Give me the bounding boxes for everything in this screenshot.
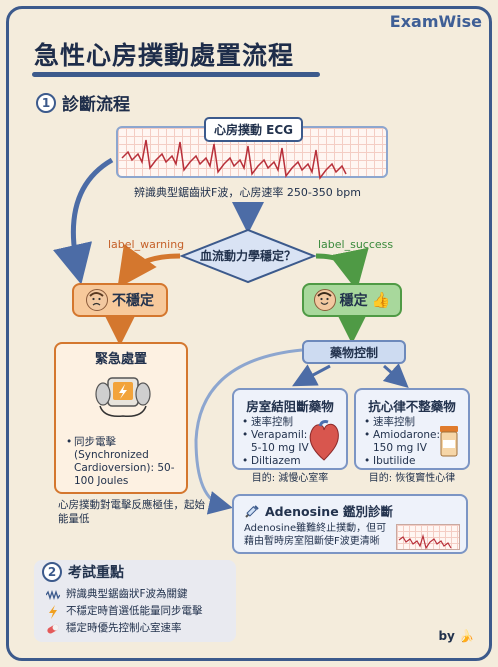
page-frame: [6, 6, 492, 661]
label-warning: label_warning: [108, 238, 185, 251]
syringe-icon: [245, 504, 259, 518]
vial-icon: [440, 426, 458, 457]
section-number: 2: [42, 562, 62, 582]
key-point: 穩定時優先控制心室速率: [46, 620, 203, 637]
av-item: Verapamil: 5-10 mg IV: [242, 429, 312, 455]
key-points-box: 2 考試重點 辨識典型鋸齒狀F波為關鍵 不穩定時首選低能量同步電擊 穩定時優先控…: [34, 560, 236, 642]
medication-control-node: 藥物控制: [302, 340, 406, 364]
label-success: label_success: [318, 238, 394, 251]
key-points-list: 辨識典型鋸齒狀F波為關鍵 不穩定時首選低能量同步電擊 穩定時優先控制心室速率: [46, 586, 203, 637]
brand-logo: ExamWise: [389, 12, 482, 31]
antiarrhythmic-drug-box: 抗心律不整藥物 速率控制 Amiodarone: 150 mg IV Ibuti…: [354, 388, 470, 484]
section-number: 1: [36, 92, 56, 113]
av-node-goal: 目的: 減慢心室率: [251, 473, 329, 484]
ecg-waveform: [121, 139, 347, 180]
distressed-face-icon: [86, 289, 108, 311]
urgent-list: 同步電擊 (Synchronized Cardioversion): 50-10…: [66, 436, 188, 488]
heart-icon: [309, 420, 339, 461]
av-node-drug-box: 房室結阻斷藥物 速率控制 Verapamil: 5-10 mg IV Dilti…: [232, 388, 348, 484]
mini-ecg-icon: [396, 524, 460, 550]
urgent-note: 心房撲動對電擊反應極佳，起始能量低: [58, 499, 205, 525]
section-heading-exam: 2 考試重點: [42, 562, 124, 582]
stable-node: 穩定 👍: [302, 283, 402, 317]
ecg-label: 心房撲動 ECG: [204, 117, 304, 142]
section-label: 診斷流程: [62, 95, 130, 115]
urgent-title: 緊急處置: [94, 352, 147, 367]
diamond-shape: [179, 228, 317, 284]
key-point: 辨識典型鋸齒狀F波為關鍵: [46, 586, 203, 603]
aa-item: 速率控制: [364, 416, 438, 429]
pill-icon: [46, 624, 60, 634]
adenosine-title: Adenosine 鑑別診斷: [265, 504, 394, 519]
banana-icon: 🍌: [459, 629, 474, 643]
stable-label: 穩定: [339, 293, 368, 309]
arrow-med-to-aa: [382, 363, 409, 388]
wave-icon: [46, 589, 60, 600]
arrow-med-to-av: [292, 364, 331, 387]
arrow-decision-to-stable: [315, 247, 369, 291]
section-heading-diagnosis: 1 診斷流程: [36, 90, 130, 115]
thumbs-up-icon: 👍: [371, 291, 391, 309]
adenosine-text: Adenosine雖難終止撲動，但可藉由暫時房室阻斷使F波更清晰: [244, 523, 387, 547]
aa-item: Amiodarone: 150 mg IV: [364, 429, 440, 455]
section-label: 考試重點: [68, 565, 124, 581]
arrow-decision-to-unstable: [117, 244, 181, 289]
key-point-text: 穩定時優先控制心室速率: [66, 622, 182, 634]
decision-question: 血流動力學穩定？: [199, 249, 296, 263]
adenosine-box: Adenosine 鑑別診斷 Adenosine雖難終止撲動，但可藉由暫時房室阻…: [232, 494, 468, 554]
antiarrhythmic-title: 抗心律不整藥物: [368, 399, 456, 414]
av-item: Diltiazem: [242, 455, 312, 468]
unstable-label: 不穩定: [112, 293, 154, 309]
av-node-list: 速率控制 Verapamil: 5-10 mg IV Diltiazem: [242, 416, 312, 468]
antiarrhythmic-list: 速率控制 Amiodarone: 150 mg IV Ibutilide: [364, 416, 440, 468]
aa-item: Ibutilide: [364, 455, 438, 468]
lightning-icon: [46, 604, 60, 619]
happy-face-icon: [313, 289, 336, 311]
arrow-med-to-adenosine: [194, 348, 303, 515]
ecg-caption: 辨識典型鋸齒狀F波，心房速率 250-350 bpm: [134, 186, 361, 199]
antiarrhythmic-goal: 目的: 恢復竇性心律: [368, 473, 456, 484]
key-point: 不穩定時首選低能量同步電擊: [46, 603, 203, 620]
signature-text: by: [438, 629, 455, 643]
urgent-item: 同步電擊 (Synchronized Cardioversion): 50-10…: [66, 436, 188, 488]
page-title: 急性心房撲動處置流程: [34, 41, 295, 70]
adenosine-heading: Adenosine 鑑別診斷: [244, 501, 393, 520]
key-point-text: 不穩定時首選低能量同步電擊: [66, 605, 203, 617]
av-item: 速率控制: [242, 416, 312, 429]
signature: by 🍌: [438, 629, 474, 643]
decision-diamond: 血流動力學穩定？: [179, 228, 317, 284]
arrow-ecg-to-unstable: [53, 157, 114, 285]
defibrillator-icon: [95, 377, 151, 418]
urgent-treatment-box: 緊急處置 同步電擊 (Synchronized Cardioversion): …: [54, 342, 188, 494]
title-underline: [32, 72, 320, 77]
key-point-text: 辨識典型鋸齒狀F波為關鍵: [66, 588, 188, 600]
unstable-node: 不穩定: [72, 283, 168, 317]
av-node-title: 房室結阻斷藥物: [246, 399, 334, 414]
